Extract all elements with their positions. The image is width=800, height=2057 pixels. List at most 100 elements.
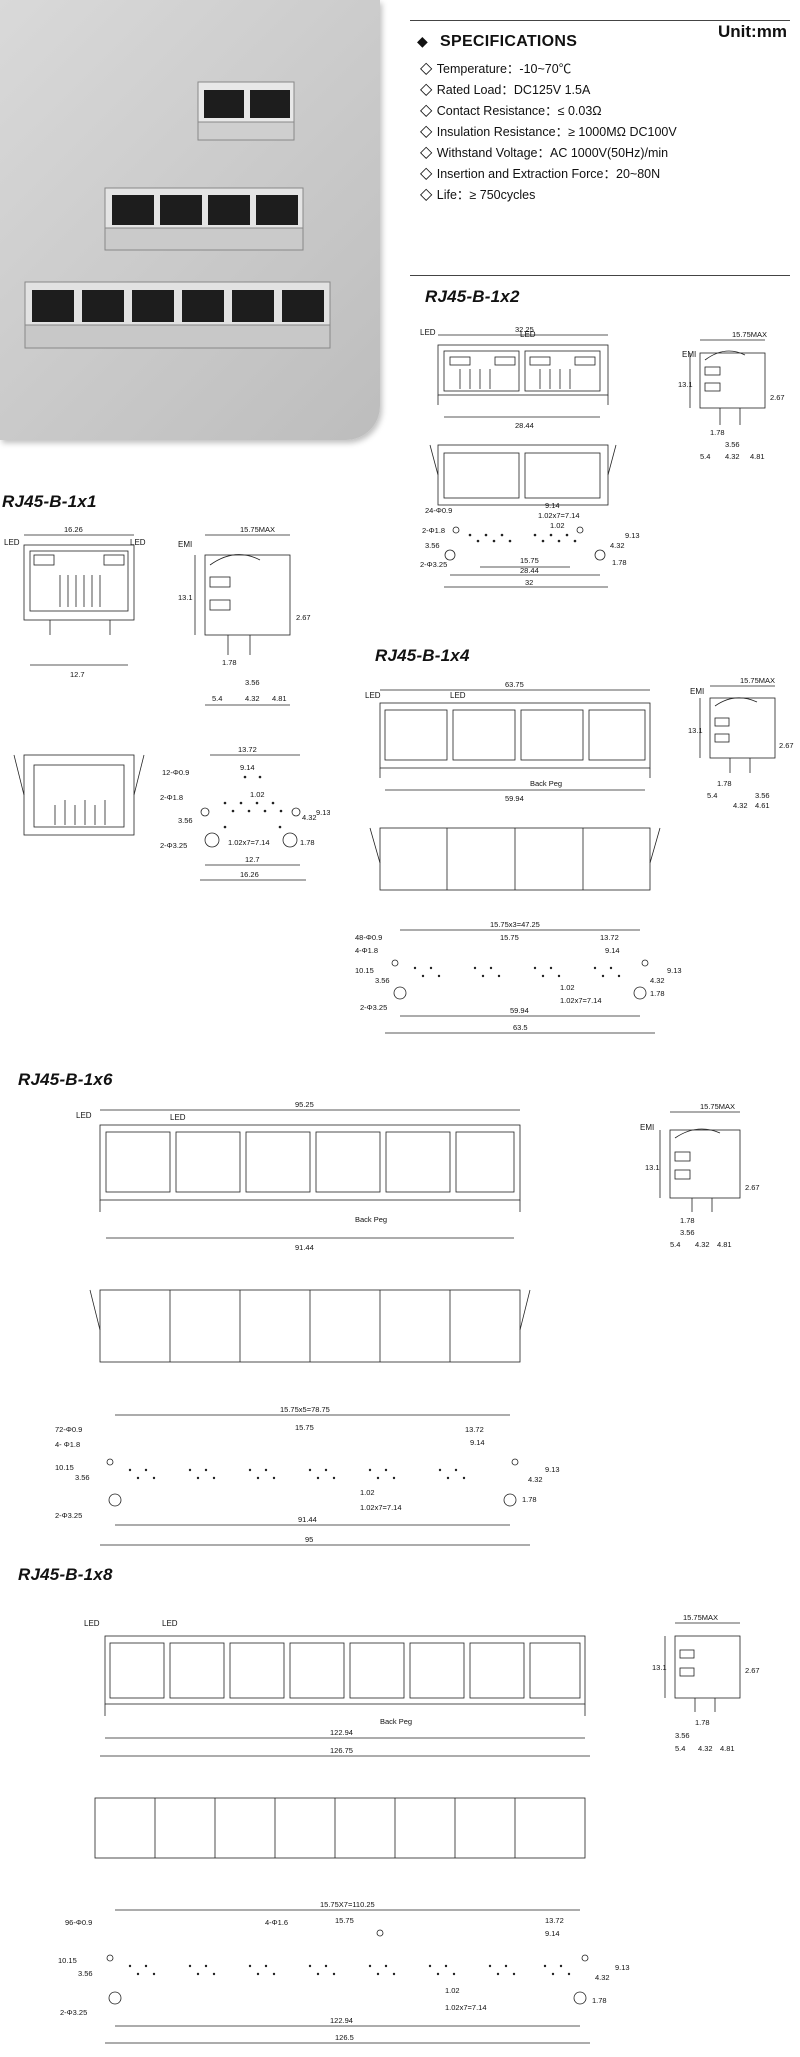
spec-item: ◇ Insertion and Extraction Force：20~80N [420,165,661,182]
dim-side-height: 13.1 [652,1663,667,1672]
dim-pcb-1575: 15.75 [520,556,539,565]
label-led-a: LED [76,1111,92,1120]
label-led-b: LED [162,1619,178,1628]
dim-width-b: 126.75 [330,1746,353,1755]
dim-pcb-178: 1.78 [522,1495,537,1504]
dim-width-a: 122.94 [330,1728,353,1737]
section-title-1x6: RJ45-B-1x6 [18,1070,113,1089]
photo-connector-1x4 [104,187,304,251]
pcb-pins-1x4 [413,966,621,978]
front-view-1x6 [99,1109,521,1239]
dim-side-height: 13.1 [645,1163,660,1172]
dim-pcb-178: 1.78 [592,1996,607,2005]
dim-pcb-178: 1.78 [650,989,665,998]
diamond-bullet-icon: ◆ [417,33,428,49]
dim-pcb-356: 3.56 [78,1969,93,1978]
dim-side-h2: 2.67 [745,1666,760,1675]
product-photo [0,0,380,440]
bottom-view-1x1 [13,754,145,836]
dim-pcb-pitch: 1.02x7=7.14 [228,838,270,847]
dim-side-top: 15.75MAX [732,330,767,339]
drawing-1x1: 16.26 12.7 LED LED 15.75MAX EMI 13.1 2.6… [4,525,330,881]
pcb-layout-1x4 [385,929,655,1034]
label-led-a: LED [84,1619,100,1628]
dim-pcb-1015: 10.15 [55,1463,74,1472]
dim-pcb-1372: 13.72 [465,1425,484,1434]
spec-item: ◇ Life：≥ 750cycles [420,186,536,203]
dim-side-d2: 3.56 [725,440,740,449]
photo-connector-1x6 [24,281,331,349]
label-led-right: LED [130,538,146,547]
dim-pcb-914: 9.14 [545,501,560,510]
label-back-peg: Back Peg [355,1215,387,1224]
dim-pcb-635: 63.5 [513,1023,528,1032]
dim-pcb-432: 4.32 [595,1973,610,1982]
drawing-1x4: 63.75 59.94 Back Peg LED LED 15.75MAX EM… [355,676,794,1034]
dim-pcb-432: 4.32 [528,1475,543,1484]
label-emi: EMI [690,687,704,696]
front-view-1x1 [23,534,135,666]
dim-side-d3: 5.4 [700,452,710,461]
pcb-pins-1x2 [468,533,577,543]
dim-pcb-holes: 4-Φ1.6 [265,1918,288,1927]
pcb-layout-1x2 [444,526,608,588]
dim-side-height: 13.1 [678,380,693,389]
front-view-1x8 [100,1635,590,1757]
dim-width-bottom: 59.94 [505,794,524,803]
dim-pcb-2844: 28.44 [520,566,539,575]
label-led-a: LED [365,691,381,700]
dim-pcb-span: 15.75x3=47.25 [490,920,540,929]
pcb-layout-1x6 [100,1414,530,1546]
dim-pcb-178: 1.78 [612,558,627,567]
dim-side-d1: 1.78 [680,1216,695,1225]
dim-pcb-top: 13.72 [238,745,257,754]
dim-pcb-pitch: 1.02x7=7.14 [445,2003,487,2012]
dim-pcb-holes: 4- Φ1.8 [55,1440,80,1449]
spec-item: ◇ Insulation Resistance：≥ 1000MΩ DC100V [420,123,677,140]
dim-side-d2: 3.56 [755,791,770,800]
dim-pcb-356: 3.56 [75,1473,90,1482]
dim-side-d3: 5.4 [707,791,717,800]
dim-side-d5: 4.81 [750,452,765,461]
dim-side-d4: 4.32 [733,801,748,810]
bottom-view-1x4 [369,827,661,891]
dim-pcb-pins: 24-Φ0.9 [425,506,452,515]
dim-pcb-pitch: 1.02x7=7.14 [560,996,602,1005]
dim-side-h2: 2.67 [770,393,785,402]
spec-item: ◇ Withstand Voltage：AC 1000V(50Hz)/min [420,144,669,161]
dim-side-h2: 2.67 [779,741,794,750]
dim-pcb-913: 9.13 [316,808,330,817]
dim-side-top: 15.75MAX [240,525,275,534]
dim-pcb-holes: 2-Φ1.8 [160,793,183,802]
diamond-outline-icon: ◇ [420,186,437,203]
dim-pcb-102: 1.02 [560,983,575,992]
pcb-pins-1x6 [128,1468,466,1480]
dim-side-d3: 5.4 [212,694,222,703]
diamond-outline-icon: ◇ [420,81,437,98]
label-back-peg: Back Peg [380,1717,412,1726]
dim-pcb-1265: 126.5 [335,2033,354,2042]
dim-pcb-pins: 72-Φ0.9 [55,1425,82,1434]
dim-width-bottom: 91.44 [295,1243,314,1252]
dim-pcb-32: 32 [525,578,533,587]
diamond-outline-icon: ◇ [420,60,437,77]
drawing-1x8: 122.94 126.75 Back Peg LED LED 15.75MAX … [58,1613,760,2044]
dim-side-height: 13.1 [688,726,703,735]
section-title-1x8: RJ45-B-1x8 [18,1565,113,1584]
dim-pcb-356: 3.56 [178,816,193,825]
dim-side-d4: 4.32 [725,452,740,461]
dim-side-d1: 1.78 [222,658,237,667]
dim-pcb-1626: 16.26 [240,870,259,879]
dim-side-d4: 4.32 [698,1744,713,1753]
diamond-outline-icon: ◇ [420,102,437,119]
unit-label: Unit:mm [718,22,787,41]
diamond-outline-icon: ◇ [420,165,437,182]
dim-pcb-913: 9.13 [667,966,682,975]
dim-pcb-peg: 2-Φ3.25 [60,2008,87,2017]
diamond-outline-icon: ◇ [420,144,437,161]
dim-side-h2: 2.67 [296,613,311,622]
dim-side-top: 15.75MAX [740,676,775,685]
spec-item: ◇ Contact Resistance：≤ 0.03Ω [420,102,602,119]
front-view-1x4 [379,689,651,791]
dim-pcb-peg: 2-Φ3.25 [160,841,187,850]
